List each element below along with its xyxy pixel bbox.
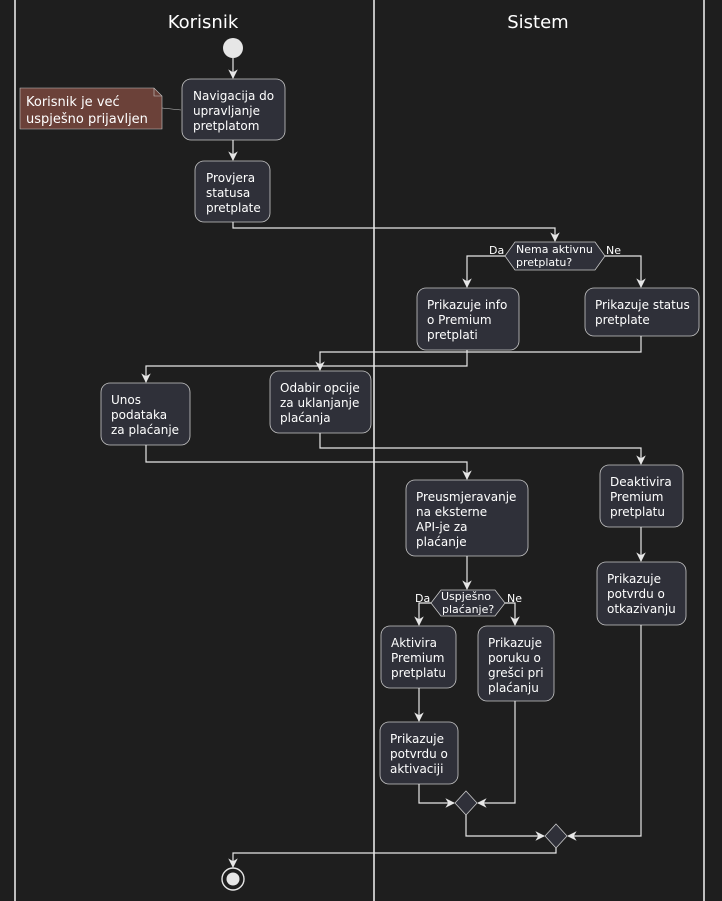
decision-yes-label: Da [415,592,430,605]
note-line-1: Korisnik je već [26,95,120,110]
activity-line: otkazivanju [607,602,676,616]
activity-line: o Premium [427,313,492,327]
lane-title-sistem: Sistem [507,12,568,33]
activity-line: pretplatu [610,505,665,519]
lane-title-korisnik: Korisnik [168,12,239,33]
activity-line: statusa [206,186,250,200]
activity-line: plaćanje [416,535,467,549]
activity-line: Premium [610,490,663,504]
merge-node-final [544,823,568,849]
activity-line: podataka [111,408,167,422]
merge-node-payment [454,790,478,816]
end-node-ring [221,867,245,891]
note-fold [153,88,162,97]
activity-line: Prikazuje info [427,298,507,312]
activity-line: za plaćanje [111,423,179,437]
activity-line: Prikazuje [488,636,542,650]
flow-arrows [141,58,646,868]
activity-line: pretplatu [391,666,446,680]
activity-line: aktivaciji [390,762,443,776]
activity-line: Prikazuje status [595,298,690,312]
decision-yes-label: Da [489,244,504,257]
activity-line: Premium [391,651,444,665]
decision-line: plaćanje? [442,603,494,616]
activity-line: grešci pri [488,666,544,680]
note-text: Korisnik je već uspješno prijavljen [26,95,148,127]
decision-no-label: Ne [507,592,522,605]
activity-line: Aktivira [391,636,437,650]
activity-line: API-je za [416,520,468,534]
activity-line: na eksterne [416,505,487,519]
activity-line: Prikazuje [390,732,444,746]
start-node [223,38,243,58]
activity-line: potvrdu o [607,587,665,601]
note-box [19,87,163,130]
decision-no-label: Ne [606,244,621,257]
activity-line: Preusmjeravanje [416,490,516,504]
activity-line: Provjera [206,171,255,185]
activity-line: plaćanja [280,411,331,425]
activity-line: pretplate [595,313,650,327]
activity-line: Prikazuje [607,572,661,586]
activity-line: pretplatom [193,119,259,133]
activity-line: Deaktivira [610,475,672,489]
activity-line: Navigacija do [193,89,274,103]
activity-line: poruku o [488,651,541,665]
activity-line: potvrdu o [390,747,448,761]
activity-line: za uklanjanje [280,396,359,410]
decision-line: pretplatu? [516,256,572,269]
activity-line: plaćanju [488,681,539,695]
activity-line: Odabir opcije [280,381,360,395]
decision-line: Nema aktivnu [516,243,593,256]
activity-line: upravljanje [193,104,260,118]
activity-line: pretplate [206,201,261,215]
end-node-dot [226,872,240,886]
note-connector [161,107,182,111]
activity-line: Unos [111,393,141,407]
decision-line: Uspješno [441,590,491,603]
note-line-2: uspješno prijavljen [26,112,148,127]
activity-line: pretplati [427,328,478,342]
